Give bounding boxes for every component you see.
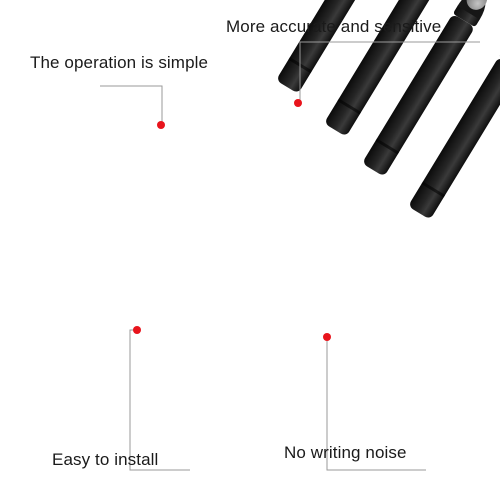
marker-dot-simple [157, 121, 165, 129]
marker-dot-install [133, 326, 141, 334]
pen-tip-4 [410, 47, 500, 218]
pen-tip-2 [326, 0, 435, 135]
callout-operation-simple: The operation is simple [30, 53, 209, 72]
pen-tip-3 [364, 0, 488, 175]
leader-line-install [129, 329, 190, 471]
callout-no-writing-noise: No writing noise [284, 443, 407, 462]
leader-line-simple [100, 85, 163, 124]
callout-accurate-sensitive: More accurate and sensitive [226, 17, 442, 36]
leader-line-noise [326, 338, 426, 471]
marker-dot-noise [323, 333, 331, 341]
leader-line-accurate [299, 41, 480, 102]
callout-easy-install: Easy to install [52, 450, 159, 469]
marker-dot-accurate [294, 99, 302, 107]
